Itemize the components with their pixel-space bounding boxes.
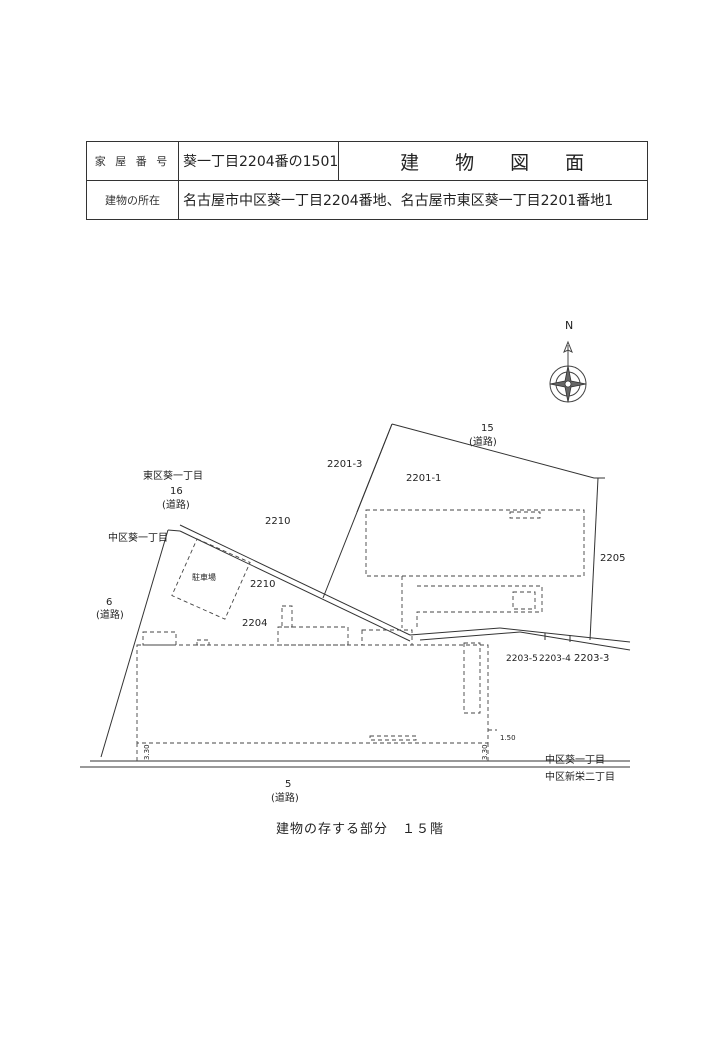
- dimension-1-50: 1.50: [500, 734, 516, 742]
- road-16-type: (道路): [162, 498, 190, 511]
- lot-2203-4: 2203-4: [539, 654, 571, 664]
- compass-rose-icon: [549, 340, 587, 403]
- district-east-label: 東区葵一丁目: [143, 469, 203, 482]
- lot-2201-3: 2201-3: [327, 459, 362, 470]
- road-6-type: (道路): [96, 608, 124, 621]
- location-label: 建物の所在: [86, 180, 179, 220]
- lot-2203-5: 2203-5: [506, 654, 538, 664]
- lot-2204: 2204: [242, 618, 267, 629]
- lot-2203-3: 2203-3: [574, 653, 609, 664]
- lot-2205: 2205: [600, 553, 625, 564]
- district-shinsakae-label: 中区新栄二丁目: [545, 770, 615, 783]
- parcel-boundaries: [80, 423, 631, 768]
- house-number-label: 家 屋 番 号: [86, 141, 179, 181]
- road-16-number: 16: [170, 486, 183, 497]
- road-5-type: (道路): [271, 791, 299, 804]
- floor-caption: 建物の存する部分 １５階: [275, 822, 444, 837]
- parking-label: 駐車場: [192, 572, 216, 582]
- district-central-left-label: 中区葵一丁目: [108, 531, 168, 544]
- lot-2201-1: 2201-1: [406, 473, 441, 484]
- dimension-3-30-right: 3.30: [481, 744, 489, 760]
- lot-2210-lower: 2210: [250, 579, 275, 590]
- district-central-right-label: 中区葵一丁目: [545, 753, 605, 766]
- plan-labels: 15 (道路) 2201-3 2201-1 東区葵一丁目 16 (道路) 221…: [96, 423, 625, 804]
- road-5-number: 5: [285, 779, 291, 790]
- road-15-number: 15: [481, 423, 494, 434]
- north-label: N: [565, 319, 573, 332]
- lot-2210-upper: 2210: [265, 516, 290, 527]
- house-number-value: 葵一丁目2204番の1501: [177, 141, 340, 181]
- dimension-3-30-left: 3.30: [143, 744, 151, 760]
- road-6-number: 6: [106, 597, 112, 608]
- road-15-type: (道路): [469, 435, 497, 448]
- location-value: 名古屋市中区葵一丁目2204番地、名古屋市東区葵一丁目2201番地1: [178, 180, 648, 220]
- building-outlines: [136, 509, 585, 761]
- header-table: 家 屋 番 号 葵一丁目2204番の1501 建物図面 建物の所在 名古屋市中区…: [86, 141, 648, 220]
